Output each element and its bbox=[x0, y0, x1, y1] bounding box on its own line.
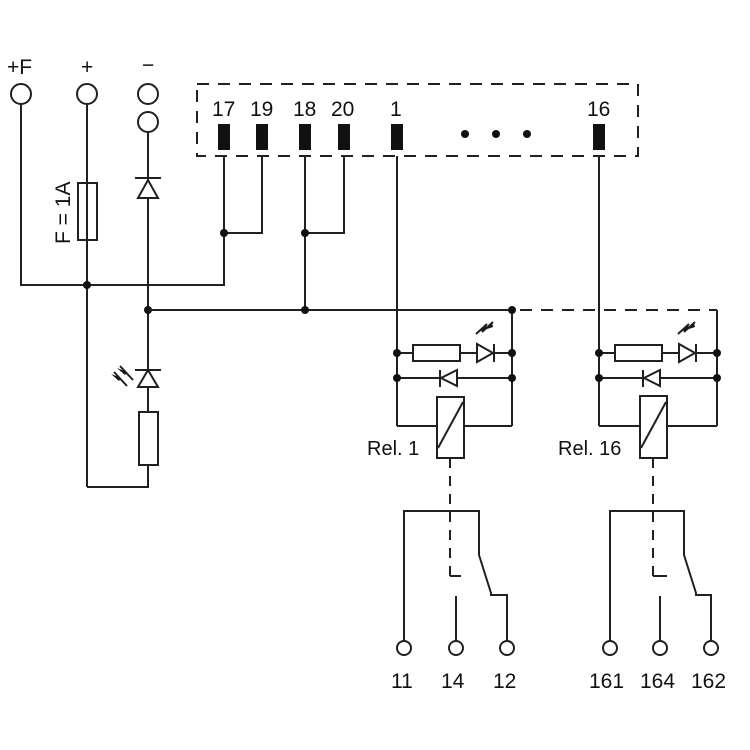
terminal-plus[interactable] bbox=[76, 83, 98, 105]
contact-label-12: 12 bbox=[493, 670, 516, 693]
pin-18[interactable] bbox=[299, 124, 311, 150]
resistor-icon bbox=[614, 344, 663, 362]
contact-terminal-161[interactable] bbox=[602, 640, 618, 656]
wire-plus-f bbox=[20, 104, 225, 286]
plus-circuit: F = 1A bbox=[52, 83, 149, 488]
plus-f-circuit bbox=[10, 83, 225, 286]
pin-16[interactable] bbox=[593, 124, 605, 150]
pin-label-19: 19 bbox=[250, 98, 273, 121]
diode-icon bbox=[135, 177, 161, 199]
pin-label-18: 18 bbox=[293, 98, 316, 121]
diode-icon bbox=[641, 368, 661, 388]
contact-label-11: 11 bbox=[391, 670, 413, 693]
terminal-label-plus: + bbox=[81, 56, 93, 79]
contact-label-164: 164 bbox=[640, 670, 675, 693]
pin-19[interactable] bbox=[256, 124, 268, 150]
pin-label-1: 1 bbox=[390, 98, 402, 121]
junction-dot bbox=[301, 306, 309, 314]
led-icon bbox=[677, 321, 698, 364]
pin-1[interactable] bbox=[391, 124, 403, 150]
minus-circuit bbox=[111, 83, 161, 466]
contact-terminal-164[interactable] bbox=[652, 640, 668, 656]
contact-terminal-11[interactable] bbox=[396, 640, 412, 656]
terminal-minus-2[interactable] bbox=[137, 111, 159, 133]
relay-1-label: Rel. 1 bbox=[367, 438, 419, 460]
resistor-icon bbox=[138, 411, 159, 466]
contact-terminal-162[interactable] bbox=[703, 640, 719, 656]
terminal-minus-1[interactable] bbox=[137, 83, 159, 105]
contact-terminal-12[interactable] bbox=[499, 640, 515, 656]
terminal-label-plus-f: +F bbox=[7, 56, 32, 79]
contact-label-162: 162 bbox=[691, 670, 726, 693]
relay-16-circuit: Rel. 16 161 164 162 bbox=[558, 156, 726, 693]
led-icon bbox=[475, 321, 496, 364]
led-icon bbox=[111, 365, 161, 388]
contact-label-14: 14 bbox=[441, 670, 465, 693]
pin-label-17: 17 bbox=[212, 98, 235, 121]
connector-housing bbox=[196, 83, 639, 157]
contact-label-161: 161 bbox=[589, 670, 624, 693]
diode-icon bbox=[438, 368, 458, 388]
junction-dot bbox=[83, 281, 91, 289]
junction-dot bbox=[220, 229, 228, 237]
terminal-plus-f[interactable] bbox=[10, 83, 32, 105]
pin-label-20: 20 bbox=[331, 98, 354, 121]
pin-label-16: 16 bbox=[587, 98, 610, 121]
fuse-label: F = 1A bbox=[52, 182, 75, 244]
terminal-label-minus: − bbox=[142, 54, 154, 77]
pin-17[interactable] bbox=[218, 124, 230, 150]
resistor-icon bbox=[412, 344, 461, 362]
junction-dot bbox=[301, 229, 309, 237]
relay-1-circuit: Rel. 1 11 14 12 bbox=[367, 156, 516, 693]
relay-16-label: Rel. 16 bbox=[558, 438, 621, 460]
contact-terminal-14[interactable] bbox=[448, 640, 464, 656]
pin-20[interactable] bbox=[338, 124, 350, 150]
ellipsis-icon bbox=[461, 130, 531, 138]
